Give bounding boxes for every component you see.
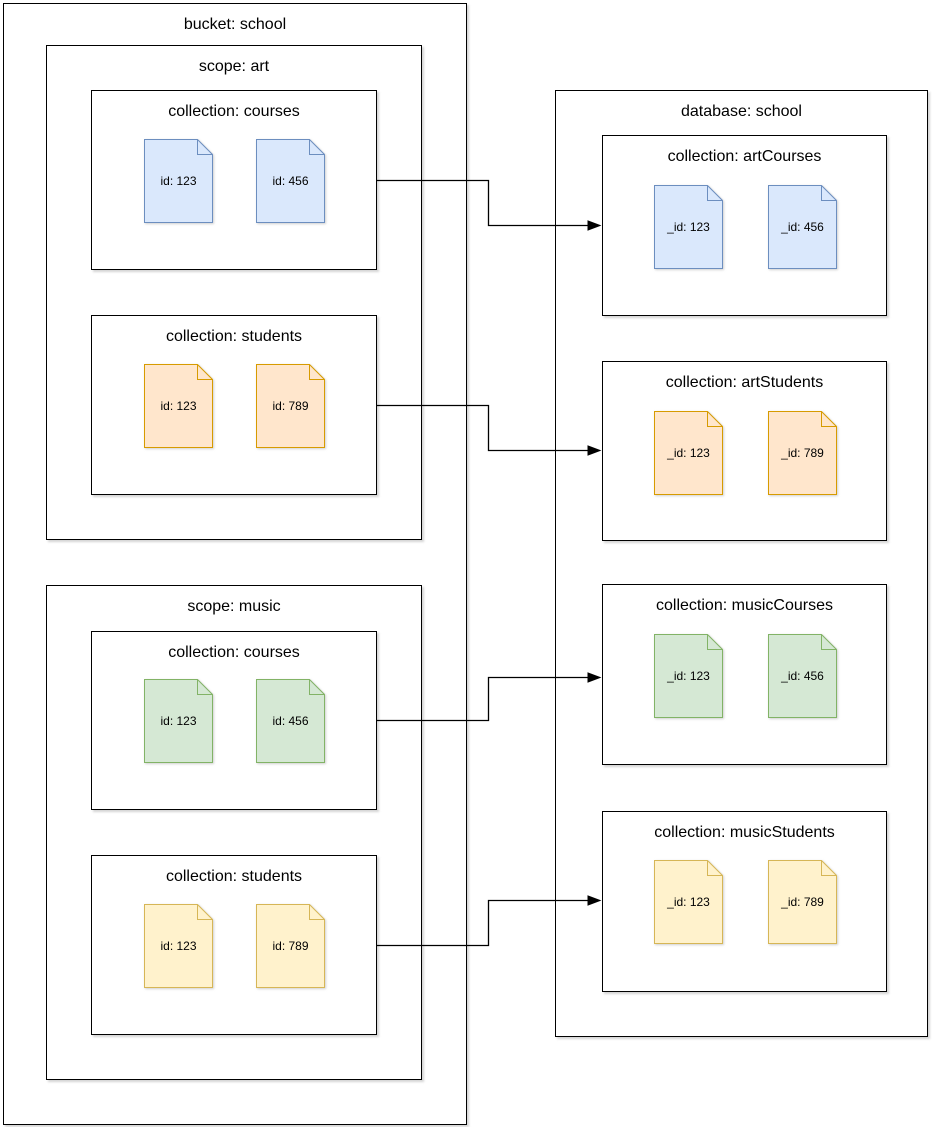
document-icon: [654, 185, 723, 269]
scope-art-box: scope: art collection: courses id: 123: [46, 45, 422, 540]
document-music-course-456: id: 456: [256, 679, 325, 763]
document-icon: [256, 139, 325, 223]
document-label: id: 789: [272, 399, 309, 413]
collection-artcourses-box: collection: artCourses _id: 123 _id: 456: [602, 135, 887, 316]
document-art-course-456: id: 456: [256, 139, 325, 223]
document-label: id: 456: [272, 714, 309, 728]
document-icon: [654, 634, 723, 718]
document-icon: [144, 679, 213, 763]
bucket-school-box: bucket: school scope: art collection: co…: [3, 3, 467, 1125]
document-label: _id: 456: [781, 220, 824, 234]
collection-art-courses-title: collection: courses: [168, 103, 300, 120]
collection-musicstudents-title: collection: musicStudents: [654, 824, 835, 841]
document-musicstudents-123: _id: 123: [654, 860, 723, 944]
document-musiccourses-123: _id: 123: [654, 634, 723, 718]
document-music-student-123: id: 123: [144, 904, 213, 988]
collection-music-students-box: collection: students id: 123 id: 789: [91, 855, 377, 1035]
document-label: id: 123: [160, 174, 197, 188]
document-icon: [768, 411, 837, 495]
document-icon: [256, 679, 325, 763]
document-artstudents-789: _id: 789: [768, 411, 837, 495]
scope-music-box: scope: music collection: courses id: 123: [46, 585, 422, 1080]
collection-music-courses-title: collection: courses: [168, 644, 300, 661]
document-artcourses-123: _id: 123: [654, 185, 723, 269]
document-art-course-123: id: 123: [144, 139, 213, 223]
document-icon: [256, 364, 325, 448]
document-music-course-123: id: 123: [144, 679, 213, 763]
scope-art-title: scope: art: [198, 58, 270, 75]
collection-artstudents-box: collection: artStudents _id: 123 _id: 78…: [602, 361, 887, 541]
document-label: id: 456: [272, 174, 309, 188]
document-label: _id: 123: [667, 669, 710, 683]
document-artcourses-456: _id: 456: [768, 185, 837, 269]
scope-music-title: scope: music: [187, 598, 281, 615]
document-artstudents-123: _id: 123: [654, 411, 723, 495]
document-musiccourses-456: _id: 456: [768, 634, 837, 718]
document-icon: [144, 904, 213, 988]
collection-musicstudents-box: collection: musicStudents _id: 123 _id: …: [602, 811, 887, 992]
collection-art-students-title: collection: students: [165, 328, 303, 345]
collection-artcourses-title: collection: artCourses: [667, 148, 822, 165]
document-icon: [768, 185, 837, 269]
document-label: id: 789: [272, 939, 309, 953]
bucket-title: bucket: school: [183, 16, 287, 33]
document-label: id: 123: [160, 939, 197, 953]
document-icon: [768, 634, 837, 718]
document-label: id: 123: [160, 399, 197, 413]
database-title: database: school: [681, 103, 802, 120]
document-icon: [654, 411, 723, 495]
database-school-box: database: school collection: artCourses …: [555, 90, 928, 1037]
document-label: _id: 789: [781, 895, 824, 909]
collection-musiccourses-box: collection: musicCourses _id: 123 _id: 4…: [602, 584, 887, 765]
document-art-student-789: id: 789: [256, 364, 325, 448]
document-icon: [654, 860, 723, 944]
document-label: id: 123: [160, 714, 197, 728]
collection-musiccourses-title: collection: musicCourses: [656, 597, 833, 614]
collection-art-courses-box: collection: courses id: 123 id: 456: [91, 90, 377, 270]
collection-music-students-title: collection: students: [165, 868, 303, 885]
document-label: _id: 123: [667, 220, 710, 234]
document-icon: [144, 139, 213, 223]
document-icon: [144, 364, 213, 448]
document-label: _id: 123: [667, 895, 710, 909]
collection-art-students-box: collection: students id: 123 id: 789: [91, 315, 377, 495]
collection-music-courses-box: collection: courses id: 123 id: 456: [91, 631, 377, 810]
document-music-student-789: id: 789: [256, 904, 325, 988]
document-art-student-123: id: 123: [144, 364, 213, 448]
document-icon: [256, 904, 325, 988]
document-label: _id: 456: [781, 669, 824, 683]
collection-artstudents-title: collection: artStudents: [665, 374, 824, 391]
document-icon: [768, 860, 837, 944]
document-label: _id: 789: [781, 446, 824, 460]
document-label: _id: 123: [667, 446, 710, 460]
document-musicstudents-789: _id: 789: [768, 860, 837, 944]
